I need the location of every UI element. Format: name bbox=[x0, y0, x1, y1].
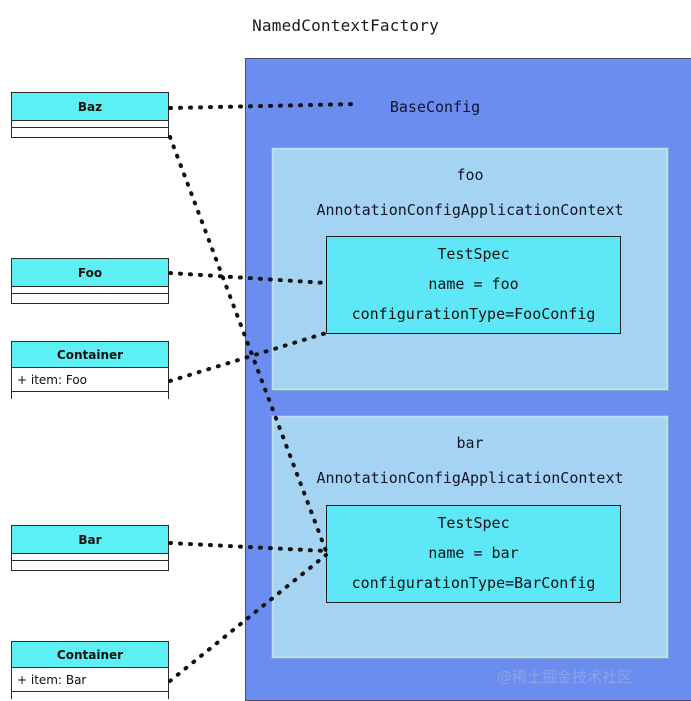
test-spec-config-foo: configurationType=FooConfig bbox=[351, 305, 596, 323]
uml-compartment-operations-baz bbox=[12, 128, 168, 135]
uml-class-title-foo: Foo bbox=[12, 259, 168, 287]
uml-compartment-attributes-bar bbox=[12, 554, 168, 561]
uml-compartment-operations-foo bbox=[12, 294, 168, 301]
uml-compartment-operations-bar bbox=[12, 561, 168, 568]
uml-compartment-attributes-foo bbox=[12, 287, 168, 294]
uml-class-bar: Bar bbox=[11, 525, 169, 571]
watermark: @稀土掘金技术社区 bbox=[497, 668, 633, 686]
base-config-label: BaseConfig bbox=[389, 98, 481, 116]
uml-compartment-operations-container-bar bbox=[12, 692, 168, 699]
uml-class-container-bar: Container + item: Bar bbox=[11, 641, 169, 699]
context-type-foo: AnnotationConfigApplicationContext bbox=[316, 201, 624, 219]
uml-compartment-operations-container-foo bbox=[12, 392, 168, 399]
uml-class-title-baz: Baz bbox=[12, 93, 168, 121]
context-name-foo: foo bbox=[456, 166, 484, 184]
test-spec-box-bar: TestSpec name = bar configurationType=Ba… bbox=[326, 505, 621, 603]
test-spec-title-bar: TestSpec bbox=[437, 514, 510, 532]
test-spec-name-bar: name = bar bbox=[428, 544, 519, 562]
test-spec-name-foo: name = foo bbox=[428, 275, 519, 293]
uml-class-baz: Baz bbox=[11, 92, 169, 138]
uml-attribute-item-bar: + item: Bar bbox=[12, 668, 168, 692]
uml-class-title-container-foo: Container bbox=[12, 342, 168, 368]
context-name-bar: bar bbox=[456, 434, 484, 452]
uml-class-container-foo: Container + item: Foo bbox=[11, 341, 169, 399]
uml-class-title-bar: Bar bbox=[12, 526, 168, 554]
context-type-bar: AnnotationConfigApplicationContext bbox=[316, 469, 624, 487]
test-spec-title-foo: TestSpec bbox=[437, 245, 510, 263]
uml-class-title-container-bar: Container bbox=[12, 642, 168, 668]
uml-class-foo: Foo bbox=[11, 258, 169, 304]
test-spec-config-bar: configurationType=BarConfig bbox=[351, 574, 596, 592]
test-spec-box-foo: TestSpec name = foo configurationType=Fo… bbox=[326, 236, 621, 334]
uml-attribute-item-foo: + item: Foo bbox=[12, 368, 168, 392]
page-title: NamedContextFactory bbox=[252, 16, 439, 35]
uml-compartment-attributes-baz bbox=[12, 121, 168, 128]
